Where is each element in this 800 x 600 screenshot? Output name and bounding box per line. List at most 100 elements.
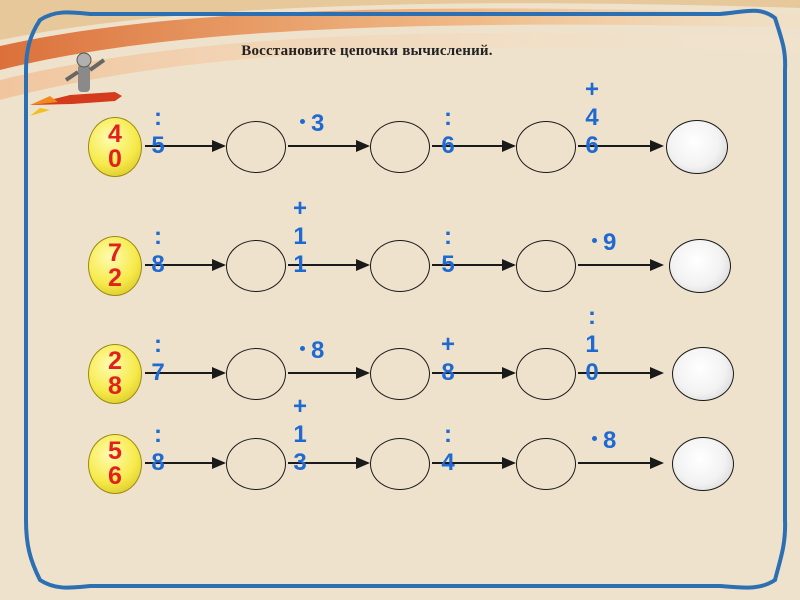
operation-sign: : bbox=[154, 104, 162, 131]
operation-digit: 7 bbox=[151, 359, 165, 386]
operation-sign: : bbox=[588, 303, 596, 330]
answer-circle[interactable] bbox=[516, 240, 576, 292]
operation-label: 8 bbox=[300, 337, 324, 365]
operation-label: 3 bbox=[300, 110, 324, 138]
start-digit: 8 bbox=[108, 372, 122, 400]
answer-circle[interactable] bbox=[516, 348, 576, 400]
arrow bbox=[578, 367, 664, 379]
answer-circle[interactable] bbox=[226, 438, 286, 490]
operation-label: :4 bbox=[428, 421, 468, 477]
answer-circle[interactable] bbox=[370, 121, 430, 173]
operation-number: 9 bbox=[603, 229, 617, 256]
operation-digit: 4 bbox=[441, 449, 455, 476]
operation-digit: 4 bbox=[585, 104, 599, 131]
page-title: Восстановите цепочки вычислений. bbox=[241, 43, 493, 59]
answer-circle[interactable] bbox=[516, 438, 576, 490]
operation-number: 3 bbox=[311, 110, 325, 137]
operation-digit: 8 bbox=[151, 251, 165, 278]
operation-label: :7 bbox=[138, 331, 178, 387]
start-digit: 4 bbox=[108, 120, 122, 148]
operation-digit: 6 bbox=[585, 132, 599, 159]
operation-label: :5 bbox=[428, 223, 468, 279]
arrow bbox=[145, 259, 226, 271]
operation-digit: 5 bbox=[441, 251, 455, 278]
operation-sign: : bbox=[444, 421, 452, 448]
arrow bbox=[578, 140, 664, 152]
multiply-dot-icon bbox=[592, 238, 597, 244]
final-answer-circle[interactable] bbox=[666, 120, 728, 174]
start-digit: 2 bbox=[108, 264, 122, 292]
arrow bbox=[578, 457, 664, 469]
operation-label: :6 bbox=[428, 104, 468, 160]
operation-sign: + bbox=[292, 195, 307, 222]
operation-sign: + bbox=[292, 393, 307, 420]
operation-sign: : bbox=[444, 104, 452, 131]
answer-circle[interactable] bbox=[226, 121, 286, 173]
final-answer-circle[interactable] bbox=[672, 347, 734, 401]
operation-label: 8 bbox=[592, 427, 616, 455]
operation-digit: 8 bbox=[441, 359, 455, 386]
arrow bbox=[145, 367, 226, 379]
arrow bbox=[288, 457, 370, 469]
operation-label: 9 bbox=[592, 229, 616, 257]
multiply-dot-icon bbox=[300, 119, 305, 125]
final-answer-circle[interactable] bbox=[669, 239, 731, 293]
operation-digit: 0 bbox=[585, 359, 599, 386]
multiply-dot-icon bbox=[300, 346, 305, 352]
answer-circle[interactable] bbox=[226, 240, 286, 292]
answer-circle[interactable] bbox=[370, 240, 430, 292]
operation-number: 8 bbox=[311, 337, 325, 364]
rocket-rider-icon bbox=[30, 52, 122, 116]
arrow bbox=[432, 140, 516, 152]
arrow bbox=[288, 140, 370, 152]
operation-label: :8 bbox=[138, 421, 178, 477]
operation-sign: : bbox=[154, 331, 162, 358]
answer-circle[interactable] bbox=[370, 348, 430, 400]
operation-label: :8 bbox=[138, 223, 178, 279]
operation-digit: 5 bbox=[151, 132, 165, 159]
final-answer-circle[interactable] bbox=[672, 437, 734, 491]
operation-sign: : bbox=[154, 223, 162, 250]
operation-number: 8 bbox=[603, 427, 617, 454]
operation-digit: 8 bbox=[151, 449, 165, 476]
arrow bbox=[145, 140, 226, 152]
arrow bbox=[432, 367, 516, 379]
operation-digit: 3 bbox=[293, 449, 307, 476]
start-digit: 7 bbox=[108, 239, 122, 267]
arrow bbox=[578, 259, 664, 271]
start-digit: 6 bbox=[108, 462, 122, 490]
operation-sign: + bbox=[584, 76, 599, 103]
operation-label: :5 bbox=[138, 104, 178, 160]
multiply-dot-icon bbox=[592, 436, 597, 442]
arrow bbox=[288, 367, 370, 379]
start-digit: 0 bbox=[108, 145, 122, 173]
operation-digit: 1 bbox=[293, 251, 307, 278]
operation-sign: : bbox=[444, 223, 452, 250]
operation-sign: : bbox=[154, 421, 162, 448]
operation-sign: + bbox=[440, 331, 455, 358]
start-digit: 5 bbox=[108, 437, 122, 465]
operation-digit: 1 bbox=[585, 331, 599, 358]
operation-label: +8 bbox=[428, 331, 468, 387]
arrow bbox=[145, 457, 226, 469]
answer-circle[interactable] bbox=[226, 348, 286, 400]
arrow bbox=[288, 259, 370, 271]
arrow bbox=[432, 457, 516, 469]
start-digit: 2 bbox=[108, 347, 122, 375]
operation-digit: 1 bbox=[293, 421, 307, 448]
operation-digit: 1 bbox=[293, 223, 307, 250]
answer-circle[interactable] bbox=[370, 438, 430, 490]
answer-circle[interactable] bbox=[516, 121, 576, 173]
operation-digit: 6 bbox=[441, 132, 455, 159]
arrow bbox=[432, 259, 516, 271]
